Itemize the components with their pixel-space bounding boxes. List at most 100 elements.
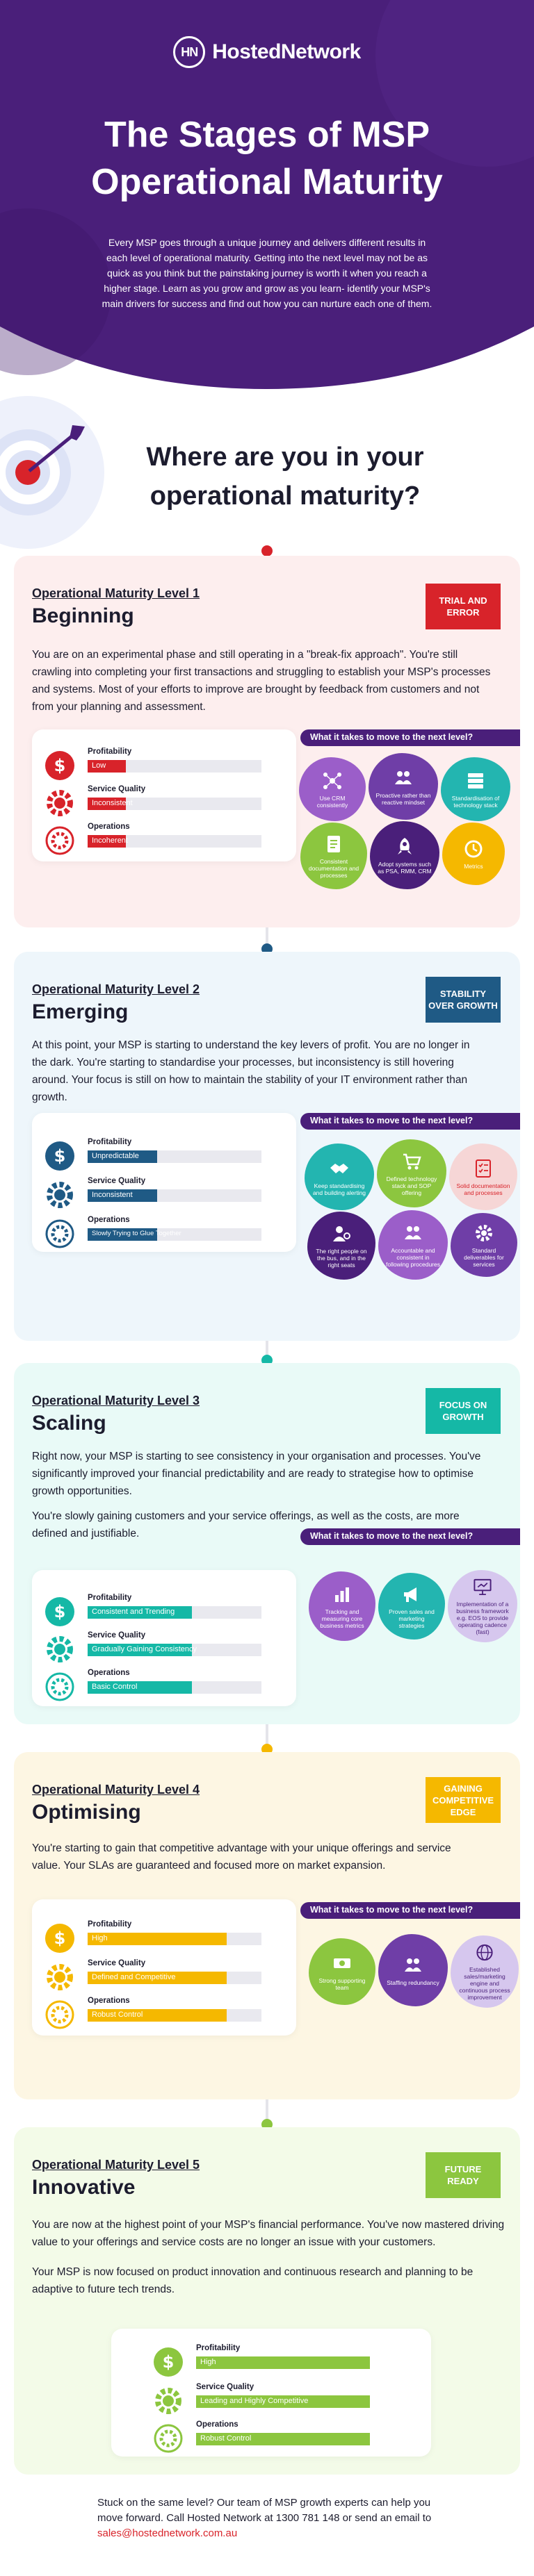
metric-label: Service Quality — [88, 1631, 146, 1640]
stack-icon — [468, 773, 483, 789]
globe-icon — [476, 1944, 493, 1961]
operations-icon — [45, 1672, 74, 1701]
metric-bar: Gradually Gaining Consistency — [88, 1644, 261, 1656]
people-icon — [405, 1225, 421, 1239]
step-label: Consistent documentation and processes — [308, 857, 359, 879]
people-icon — [405, 1958, 421, 1972]
metric-fill — [88, 1681, 192, 1694]
gear-icon — [476, 1224, 492, 1241]
metric-bar: Low — [88, 760, 261, 773]
step-blob: Accountable and consistent in following … — [378, 1210, 448, 1280]
operations-icon — [154, 2424, 183, 2453]
metric-value: Gradually Gaining Consistency — [92, 1645, 197, 1653]
email-link[interactable]: sales@hostednetwork.com.au — [97, 2527, 238, 2539]
metric-profitability: $ Profitability High — [153, 2344, 382, 2387]
step-blob: Defined technology stack and SOP offerin… — [377, 1139, 446, 1207]
metric-service-quality: Service Quality Inconsistent — [44, 1177, 274, 1220]
level-kicker: Operational Maturity Level 4 — [32, 1783, 200, 1797]
operations-icon — [45, 826, 74, 855]
metric-bar: Robust Control — [196, 2433, 370, 2445]
user-cog-icon — [333, 1225, 350, 1241]
metric-label: Profitability — [88, 1138, 132, 1146]
level-badge: STABILITY OVER GROWTH — [426, 977, 501, 1023]
metric-bar: Incoherent — [88, 835, 261, 848]
metric-label: Operations — [88, 1669, 130, 1677]
step-blob: Proactive rather than reactive mindset — [369, 753, 438, 820]
step-label: Use CRM consistently — [316, 794, 348, 809]
metric-operations: Operations Slowly Trying to Glue Togethe… — [44, 1216, 274, 1259]
metric-bar: Defined and Competitive — [88, 1972, 261, 1984]
metric-value: Inconsistent — [92, 799, 133, 807]
footer-text: Stuck on the same level? Our team of MSP… — [97, 2497, 432, 2524]
step-blob: Staffing redundancy — [378, 1934, 448, 2006]
gear-icon — [47, 1964, 73, 1990]
metric-bar: Robust Control — [88, 2009, 261, 2022]
metric-value: Leading and Highly Competitive — [200, 2397, 309, 2405]
dollar-icon: $ — [45, 1924, 74, 1953]
gear-icon — [155, 2388, 181, 2414]
next-level-banner: What it takes to move to the next level? — [300, 1528, 520, 1545]
metric-value: Incoherent — [92, 836, 128, 845]
timeline-dot — [261, 545, 273, 556]
metric-fill — [196, 2395, 370, 2408]
level-kicker: Operational Maturity Level 2 — [32, 982, 200, 996]
level-5-card: Operational Maturity Level 5 Innovative … — [14, 2127, 520, 2475]
level-4-card: Operational Maturity Level 4 Optimising … — [14, 1752, 520, 2099]
clock-icon — [464, 840, 483, 857]
step-label: Metrics — [464, 862, 483, 870]
metric-label: Operations — [88, 1216, 130, 1224]
metric-fill — [88, 1644, 192, 1656]
step-label: Staffing redundancy — [387, 1979, 439, 1986]
metric-fill — [88, 1972, 227, 1984]
gear-icon — [47, 1636, 73, 1662]
chart-icon — [335, 1587, 349, 1602]
level-description: You are now at the highest point of your… — [32, 2219, 505, 2248]
metrics-panel: $ Profitability Consistent and Trending … — [32, 1570, 296, 1706]
presentation-icon — [474, 1578, 492, 1596]
metric-bar: Slowly Trying to Glue Together — [88, 1228, 261, 1241]
step-label: Standardisation of technology stack — [451, 794, 500, 809]
step-blob: Tracking and measuring core business met… — [309, 1571, 375, 1641]
hero-intro: Every MSP goes through a unique journey … — [102, 237, 432, 309]
step-blob: Implementation of a business framework e… — [448, 1570, 517, 1642]
level-badge: FUTURE READY — [426, 2152, 501, 2198]
metric-value: Robust Control — [92, 2011, 143, 2019]
step-label: Established sales/marketing engine and c… — [459, 1966, 510, 2001]
brand-logo[interactable]: HN HostedNetwork — [0, 36, 534, 68]
metric-label: Profitability — [88, 1920, 132, 1929]
metric-label: Service Quality — [196, 2383, 254, 2391]
metric-fill — [88, 1228, 157, 1241]
metric-value: High — [92, 1934, 108, 1942]
dollar-icon: $ — [45, 1597, 74, 1626]
svg-text:$: $ — [54, 1146, 66, 1166]
metric-fill — [196, 2356, 370, 2369]
metric-fill — [88, 798, 126, 810]
level-title: Innovative — [32, 2176, 136, 2199]
cart-icon — [403, 1153, 421, 1169]
level-badge: GAINING COMPETITIVE EDGE — [426, 1777, 501, 1823]
metric-bar: High — [88, 1933, 261, 1945]
metric-bar: Leading and Highly Competitive — [196, 2395, 370, 2408]
level-2-card: Operational Maturity Level 2 Emerging ST… — [14, 952, 520, 1341]
checklist-icon — [476, 1159, 491, 1178]
level-1-card: Operational Maturity Level 1 Beginning T… — [14, 556, 520, 927]
logo-text: HostedNetwork — [212, 40, 361, 63]
money-icon — [334, 1958, 350, 1968]
hero-section: HN HostedNetwork The Stages of MSP Opera… — [0, 0, 534, 389]
metric-bar: High — [196, 2356, 370, 2369]
metric-label: Profitability — [88, 1594, 132, 1602]
metric-service-quality: Service Quality Inconsistent — [44, 785, 274, 828]
step-blob: Adopt systems such as PSA, RMM, CRM — [370, 821, 439, 889]
level-title: Beginning — [32, 604, 134, 627]
level-3-card: Operational Maturity Level 3 Scaling FOC… — [14, 1363, 520, 1724]
step-label: Proven sales and marketing strategies — [389, 1608, 435, 1629]
step-label: Defined technology stack and SOP offerin… — [386, 1175, 437, 1196]
step-blob: Solid documentation and processes — [449, 1143, 517, 1210]
level-title: Optimising — [32, 1801, 141, 1824]
metric-value: Slowly Trying to Glue Together — [92, 1230, 181, 1237]
step-label: Accountable and consistent in following … — [386, 1246, 440, 1268]
step-blob: Consistent documentation and processes — [300, 823, 367, 889]
hero-background — [0, 0, 534, 389]
step-label: Keep standardising and building alerting — [312, 1182, 366, 1196]
